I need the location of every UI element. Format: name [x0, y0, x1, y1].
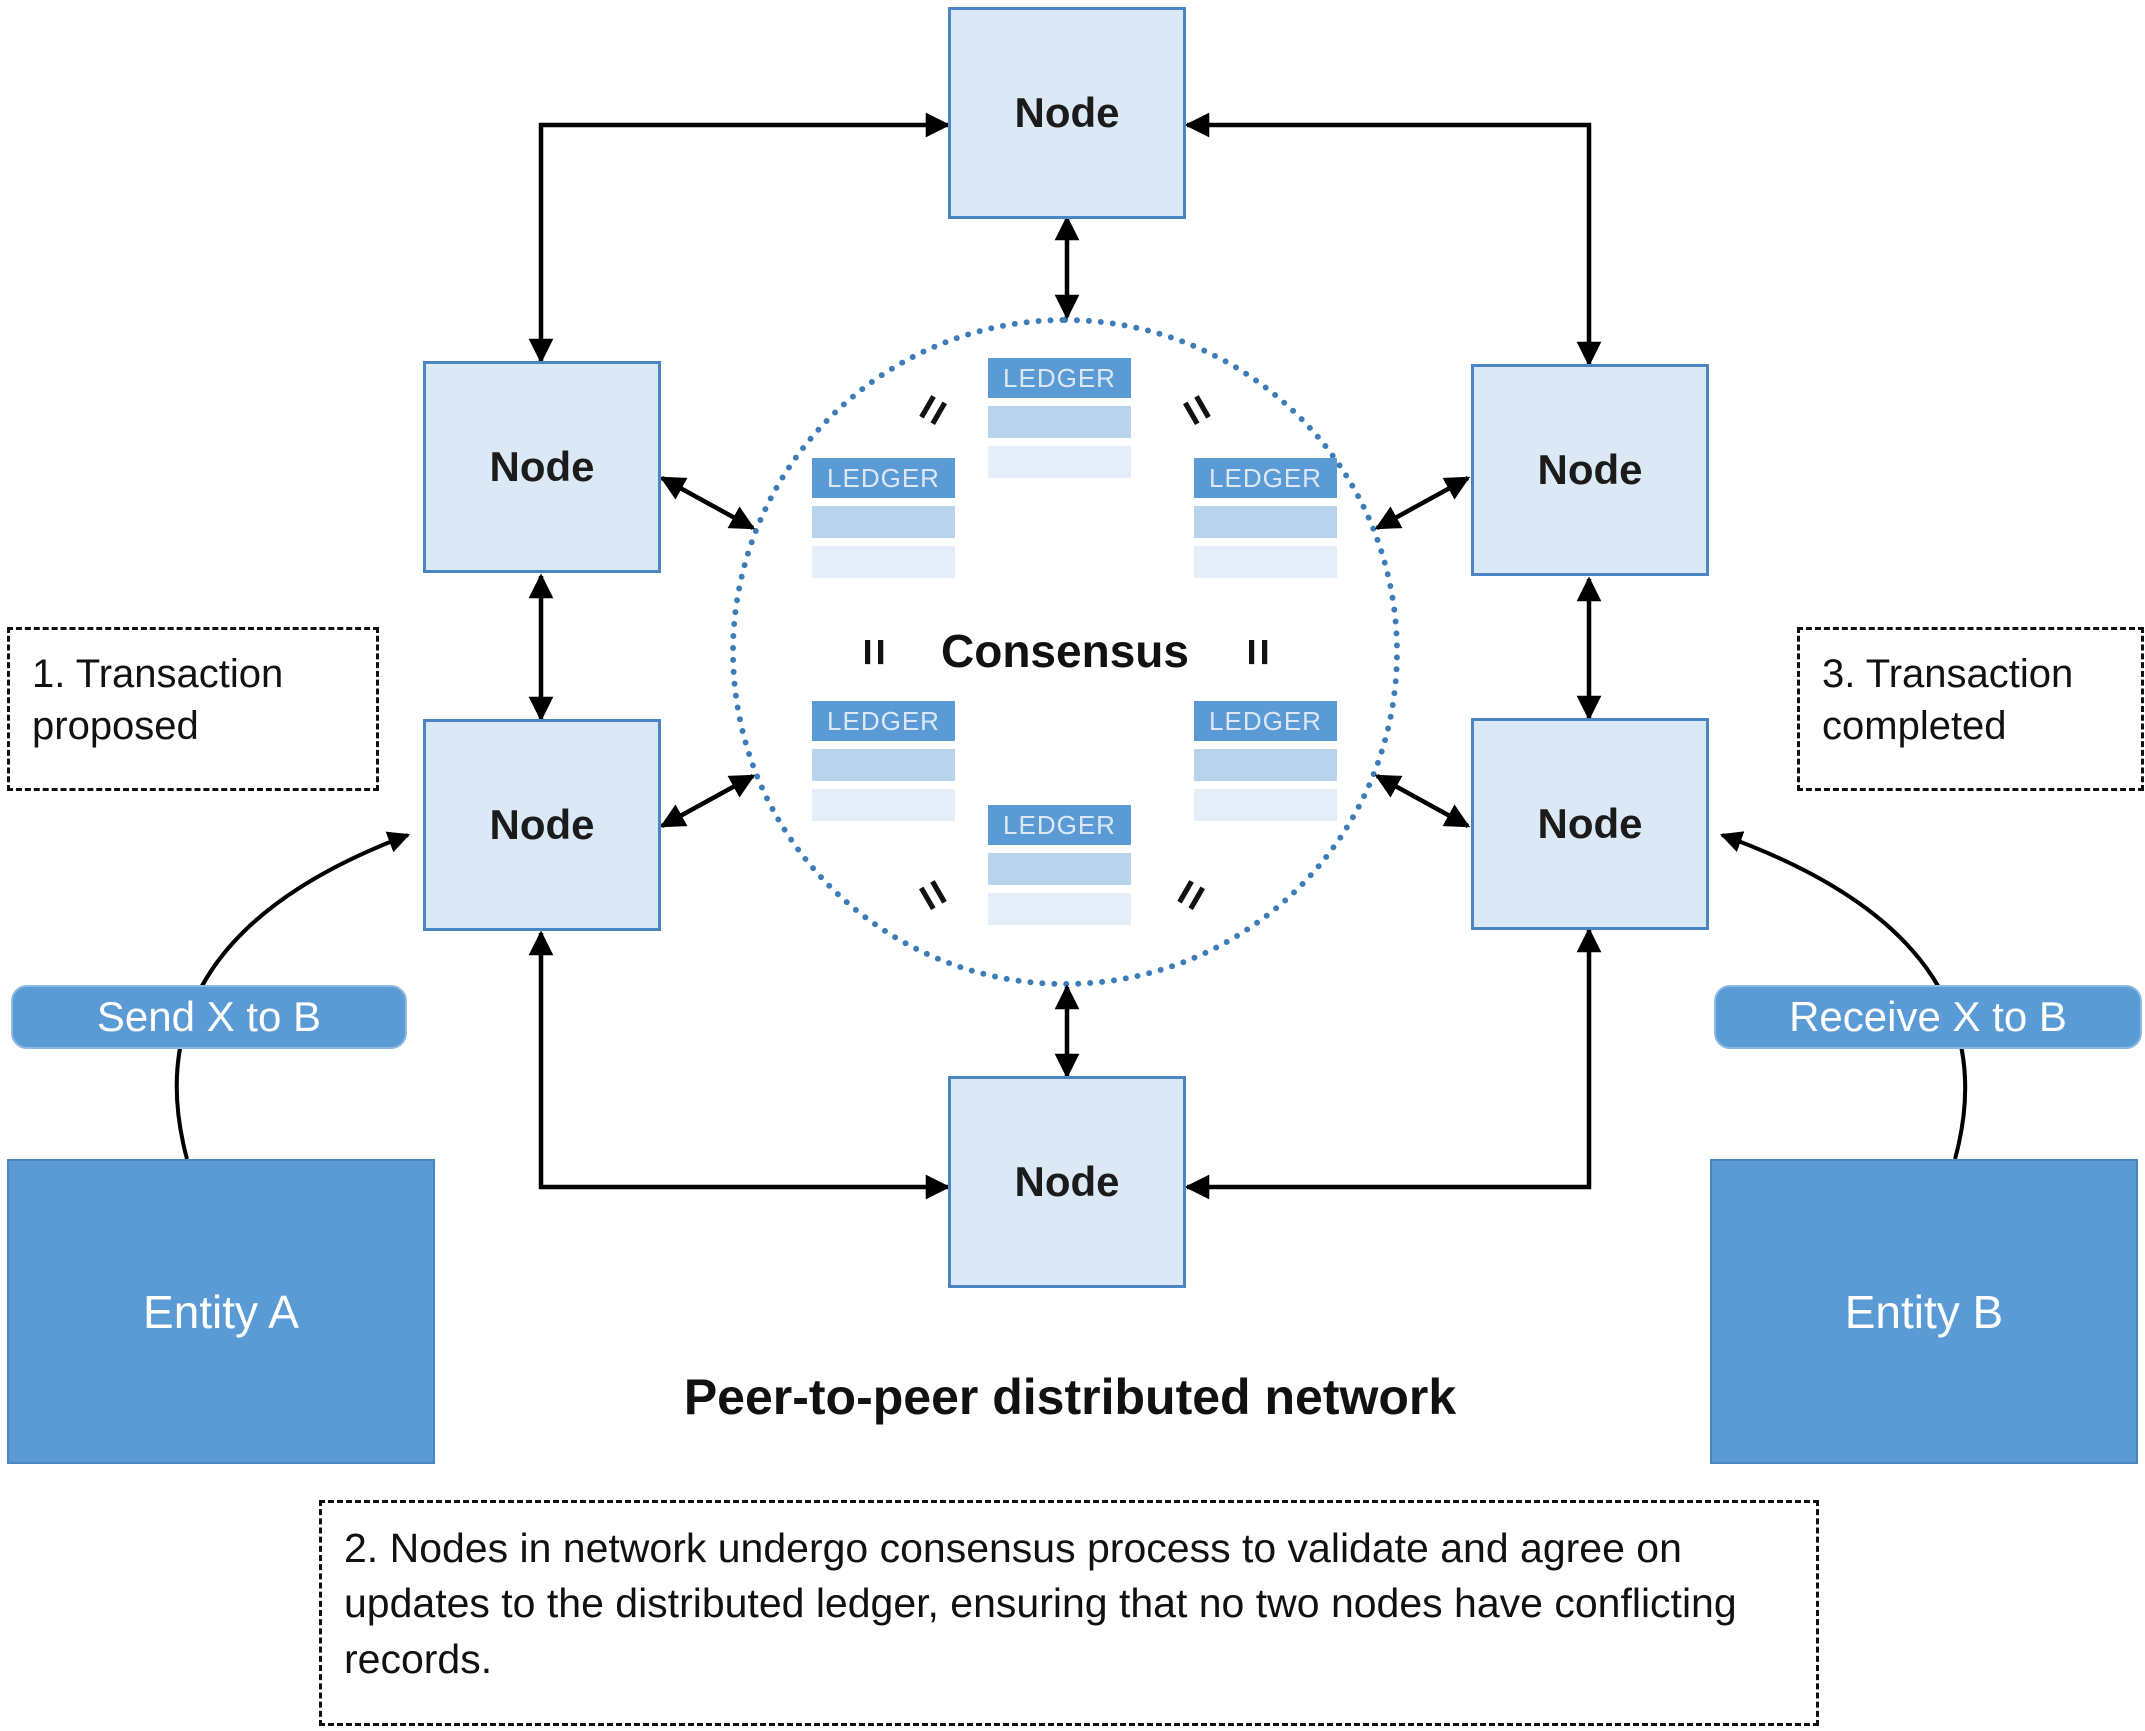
ledger-table: LEDGER [812, 701, 955, 821]
annotation-transaction-proposed: 1. Transaction proposed [7, 627, 379, 791]
annotation-consensus-process: 2. Nodes in network undergo consensus pr… [319, 1500, 1819, 1726]
ledger-row [988, 893, 1131, 925]
node-label: Node [1537, 446, 1643, 493]
node-box-right-lower: Node [1471, 718, 1709, 930]
ledger-row [988, 446, 1131, 478]
node-label: Node [489, 801, 595, 848]
ledger-table: LEDGER [1194, 701, 1337, 821]
node-label: Node [1014, 89, 1120, 136]
ledger-row [812, 789, 955, 821]
arrow-rightupper-circle [1374, 476, 1471, 530]
node-label: Node [489, 443, 595, 490]
arrow-top-left-l [528, 112, 951, 364]
ledger-header: LEDGER [812, 458, 955, 498]
arrow-bottom-right-l [1184, 927, 1602, 1200]
ledger-table: LEDGER [988, 358, 1131, 478]
ledger-header: LEDGER [1194, 701, 1337, 741]
arrow-rightlower-circle [1374, 774, 1471, 828]
ledger-header: LEDGER [812, 701, 955, 741]
node-box-left-lower: Node [423, 719, 661, 931]
node-box-left-upper: Node [423, 361, 661, 573]
send-message-pill: Send X to B [11, 985, 407, 1049]
entity-b-label: Entity B [1844, 1285, 2004, 1338]
node-box-top: Node [948, 7, 1186, 219]
annotation-transaction-completed: 3. Transaction completed [1797, 627, 2144, 791]
ledger-table: LEDGER [812, 458, 955, 578]
ledger-row [1194, 749, 1337, 781]
arrow-leftlower-circle [659, 774, 756, 828]
arrow-entity-b-to-node [1719, 831, 1968, 1160]
diagram-title: Peer-to-peer distributed network [683, 1369, 1457, 1425]
ledger-row [812, 546, 955, 578]
ledger-table: LEDGER [988, 805, 1131, 925]
ledger-row [1194, 546, 1337, 578]
node-label: Node [1537, 800, 1643, 847]
ledger-header: LEDGER [1194, 458, 1337, 498]
ledger-table: LEDGER [1194, 458, 1337, 578]
ledger-row [812, 749, 955, 781]
arrow-leftupper-circle [659, 476, 756, 530]
ledger-row [1194, 789, 1337, 821]
ledger-header: LEDGER [988, 805, 1131, 845]
node-box-right-upper: Node [1471, 364, 1709, 576]
arrow-top-right-l [1184, 112, 1602, 367]
arrow-bottom-left-l [528, 930, 951, 1200]
ledger-row [988, 406, 1131, 438]
entity-b-box: Entity B [1710, 1159, 2138, 1464]
receive-message-pill: Receive X to B [1714, 985, 2142, 1049]
entity-a-box: Entity A [7, 1159, 435, 1464]
ledger-row [812, 506, 955, 538]
entity-a-label: Entity A [143, 1285, 299, 1338]
node-label: Node [1014, 1158, 1120, 1205]
ledger-row [1194, 506, 1337, 538]
consensus-label: Consensus [941, 625, 1189, 677]
node-box-bottom: Node [948, 1076, 1186, 1288]
arrow-entity-a-to-node [174, 831, 411, 1160]
ledger-row [988, 853, 1131, 885]
ledger-header: LEDGER [988, 358, 1131, 398]
